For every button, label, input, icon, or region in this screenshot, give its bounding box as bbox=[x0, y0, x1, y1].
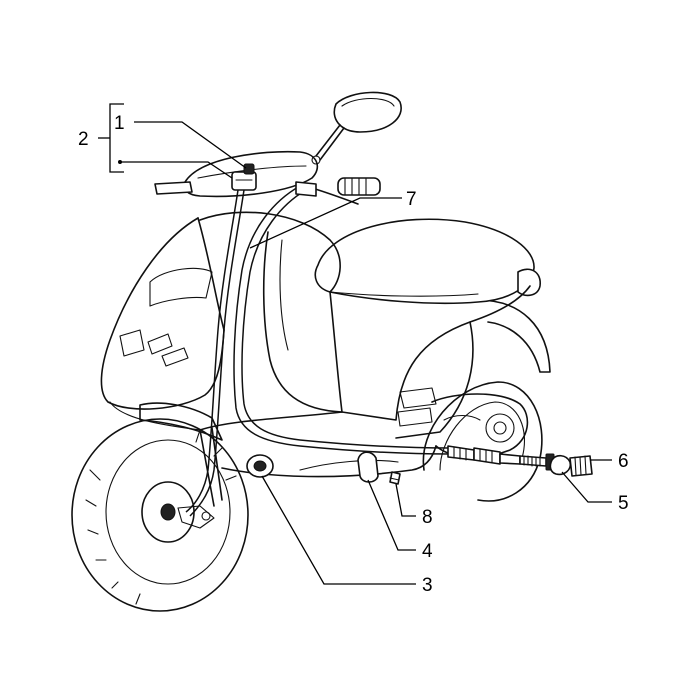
mirror bbox=[311, 91, 402, 165]
callout-7: 7 bbox=[406, 189, 417, 210]
cables bbox=[185, 163, 593, 517]
front-fender bbox=[139, 402, 223, 441]
seat bbox=[314, 218, 535, 305]
left-grip bbox=[154, 181, 193, 195]
scooter-illustration bbox=[71, 91, 551, 612]
callout-1: 1 bbox=[114, 113, 125, 134]
front-cable bbox=[185, 189, 239, 513]
leader-8 bbox=[395, 483, 416, 517]
part-4-clip bbox=[357, 451, 379, 483]
front-panel bbox=[100, 217, 225, 410]
leader-4 bbox=[367, 479, 416, 551]
leader-5 bbox=[561, 471, 612, 503]
part-6-nut bbox=[569, 455, 593, 477]
callout-3: 3 bbox=[422, 575, 433, 596]
leader-7 bbox=[249, 197, 402, 249]
part-8-screw bbox=[389, 471, 401, 485]
leg-shield bbox=[199, 211, 341, 293]
front-light bbox=[149, 267, 213, 307]
floorboard bbox=[199, 411, 343, 431]
front-wheel bbox=[71, 418, 249, 612]
part-3-grommet bbox=[246, 454, 274, 478]
leader-2 bbox=[120, 161, 233, 179]
callout-6: 6 bbox=[618, 451, 629, 472]
part-7-rear-cable bbox=[233, 185, 451, 455]
rear-light bbox=[517, 268, 541, 297]
callout-labels: 1 2 3 4 5 6 7 8 bbox=[78, 113, 629, 596]
side-panel bbox=[329, 285, 531, 421]
rear-wheel bbox=[422, 381, 543, 502]
part-1-connector bbox=[231, 163, 257, 191]
callout-leaders bbox=[98, 103, 612, 585]
leader-3 bbox=[261, 475, 416, 585]
callout-5: 5 bbox=[618, 493, 629, 514]
leader-1 bbox=[134, 121, 247, 169]
callout-4: 4 bbox=[422, 541, 433, 562]
rear-fender bbox=[477, 299, 551, 373]
callout-2: 2 bbox=[78, 129, 89, 150]
front-brake bbox=[177, 505, 215, 529]
callout-8: 8 bbox=[422, 507, 433, 528]
part-5-fitting bbox=[549, 454, 572, 476]
